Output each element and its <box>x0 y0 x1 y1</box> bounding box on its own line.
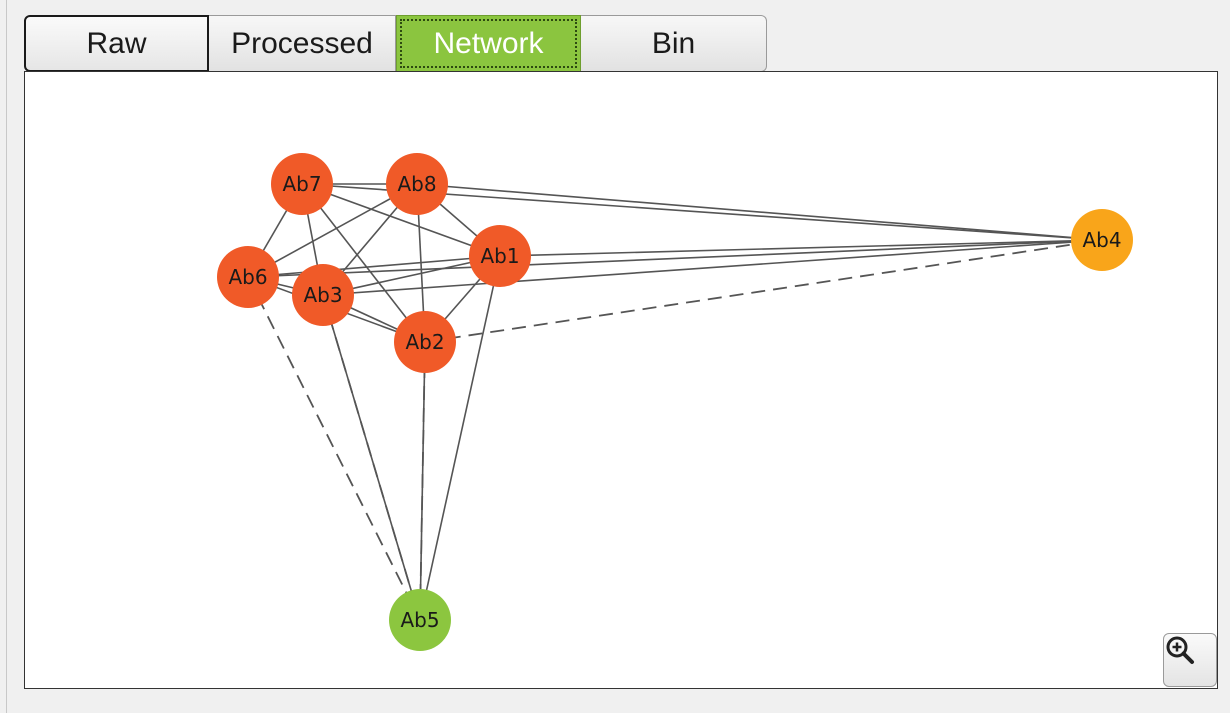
node-circle[interactable] <box>292 264 354 326</box>
zoom-in-button[interactable] <box>1163 633 1217 687</box>
node-label: Ab7 <box>282 172 321 196</box>
edge-ab3-ab4 <box>322 239 1103 296</box>
node-circle[interactable] <box>394 311 456 373</box>
node-label: Ab3 <box>303 283 342 307</box>
node-label: Ab4 <box>1082 228 1121 252</box>
tab-bin[interactable]: Bin <box>581 15 767 72</box>
node-label: Ab6 <box>228 265 267 289</box>
edge-ab7-ab1 <box>301 183 501 257</box>
node-label: Ab1 <box>480 244 519 268</box>
node-circle[interactable] <box>1071 209 1133 271</box>
node-ab7[interactable]: Ab7 <box>271 153 333 215</box>
node-ab3[interactable]: Ab3 <box>292 264 354 326</box>
node-label: Ab5 <box>400 608 439 632</box>
dashed-edge-ab2-ab4 <box>424 239 1103 343</box>
tab-processed[interactable]: Processed <box>209 15 396 72</box>
panel-frame <box>6 0 1230 713</box>
edge-ab6-ab1 <box>247 255 501 278</box>
edge-ab1-ab4 <box>499 239 1103 257</box>
node-ab4[interactable]: Ab4 <box>1071 209 1133 271</box>
tab-network[interactable]: Network <box>396 15 581 72</box>
zoom-in-icon <box>1166 636 1194 664</box>
node-ab8[interactable]: Ab8 <box>386 153 448 215</box>
node-ab5[interactable]: Ab5 <box>389 589 451 651</box>
tab-raw[interactable]: Raw <box>24 15 209 72</box>
edge-ab6-ab4 <box>247 239 1103 278</box>
node-circle[interactable] <box>386 153 448 215</box>
node-circle[interactable] <box>389 589 451 651</box>
edge-ab1-ab5 <box>419 255 501 621</box>
dashed-edge-ab2-ab5 <box>419 341 426 621</box>
view-tabs: Raw Processed Network Bin <box>24 15 767 72</box>
node-label: Ab2 <box>405 330 444 354</box>
dashed-edge-ab3-ab5 <box>322 294 421 621</box>
node-circle[interactable] <box>271 153 333 215</box>
edge-ab8-ab6 <box>247 183 418 278</box>
node-label: Ab8 <box>397 172 436 196</box>
edge-ab7-ab2 <box>301 183 426 343</box>
node-circle[interactable] <box>469 225 531 287</box>
node-ab6[interactable]: Ab6 <box>217 246 279 308</box>
node-circle[interactable] <box>217 246 279 308</box>
dashed-edge-ab6-ab5 <box>247 276 421 621</box>
node-ab2[interactable]: Ab2 <box>394 311 456 373</box>
edge-ab8-ab4 <box>416 183 1103 241</box>
node-ab1[interactable]: Ab1 <box>469 225 531 287</box>
